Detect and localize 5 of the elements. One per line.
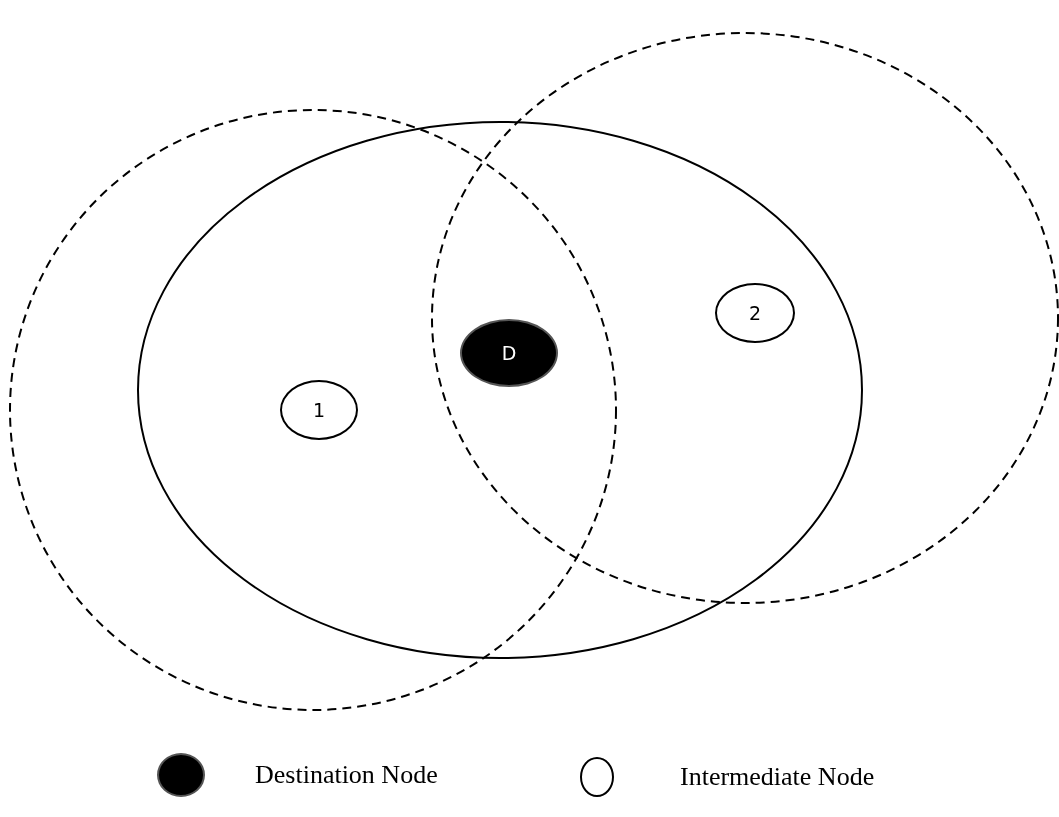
legend-label: Destination Node [255, 760, 438, 790]
legend-label: Intermediate Node [680, 762, 875, 792]
intermediate-node: 1 [280, 380, 358, 440]
destination-node: D [460, 319, 558, 387]
intermediate-node: 2 [715, 283, 795, 343]
